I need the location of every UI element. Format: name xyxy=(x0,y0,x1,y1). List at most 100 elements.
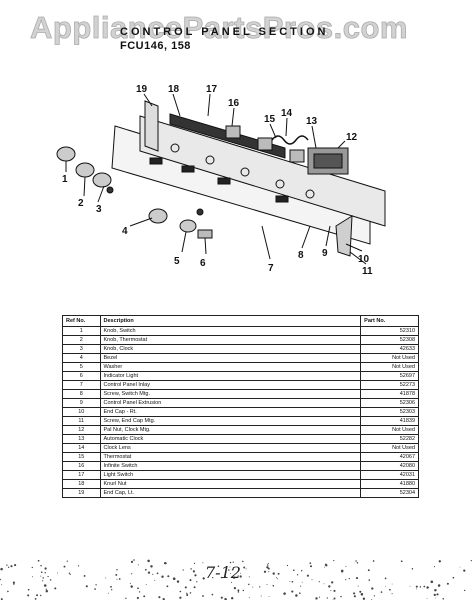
noise-dot xyxy=(39,594,42,597)
noise-dot xyxy=(232,561,234,563)
noise-dot xyxy=(326,597,328,599)
noise-dot xyxy=(42,580,44,582)
noise-dot xyxy=(45,589,49,593)
noise-dot xyxy=(233,586,237,590)
noise-dot xyxy=(42,577,44,579)
noise-dot xyxy=(268,571,270,573)
exploded-diagram: 19 18 17 16 15 14 13 12 1 2 3 4 5 6 7 8 … xyxy=(56,84,386,277)
noise-dot xyxy=(49,579,52,581)
noise-dot xyxy=(266,583,268,585)
washer-2 xyxy=(196,208,204,216)
noise-dot xyxy=(267,567,270,570)
noise-dot xyxy=(367,569,370,572)
ref-cell: 9 xyxy=(62,398,101,408)
noise-dot xyxy=(202,595,204,597)
noise-dot xyxy=(57,572,59,574)
callout-15: 15 xyxy=(264,114,276,125)
noise-dot xyxy=(193,586,196,589)
ref-cell: 8 xyxy=(62,389,101,399)
noise-dot xyxy=(323,566,325,568)
noise-dot xyxy=(1,584,3,586)
noise-dot xyxy=(242,560,244,563)
end-cap-left xyxy=(144,100,159,152)
noise-dot xyxy=(340,595,342,598)
noise-dot xyxy=(237,589,240,592)
window-4 xyxy=(275,195,289,203)
noise-dot xyxy=(434,588,437,592)
infinite-switch-3 xyxy=(289,149,305,163)
end-cap-right xyxy=(335,215,353,257)
ref-cell: 16 xyxy=(62,461,101,471)
noise-dot xyxy=(161,575,164,578)
noise-dot xyxy=(368,579,371,581)
noise-dot xyxy=(415,585,418,588)
noise-dot xyxy=(44,572,46,574)
ref-cell: 2 xyxy=(62,335,101,345)
noise-dot xyxy=(353,592,356,595)
noise-dot xyxy=(47,575,49,578)
noise-dot xyxy=(13,583,15,585)
header-ref-no: Ref No. xyxy=(62,315,101,327)
noise-dot xyxy=(430,580,434,584)
noise-dot xyxy=(224,597,227,600)
callout-11: 11 xyxy=(362,266,373,277)
section-title: CONTROL PANEL SECTION xyxy=(120,26,329,38)
header-part-no: Part No. xyxy=(360,315,419,327)
noise-dot xyxy=(438,560,441,563)
noise-dot xyxy=(7,590,9,593)
noise-dot xyxy=(116,568,118,571)
noise-dot xyxy=(323,583,325,585)
noise-dot xyxy=(44,567,47,570)
noise-dot xyxy=(332,598,334,600)
ref-cell: 12 xyxy=(62,425,101,435)
noise-dot xyxy=(301,581,303,583)
callout-1: 1 xyxy=(62,174,68,185)
noise-dot xyxy=(459,566,461,568)
noise-dot xyxy=(328,585,331,588)
ref-cell: 17 xyxy=(62,470,101,480)
noise-dot xyxy=(165,562,167,564)
noise-dot xyxy=(202,577,205,580)
noise-dot xyxy=(193,562,196,564)
callout-12: 12 xyxy=(346,132,358,143)
noise-dot xyxy=(384,577,387,580)
noise-dot xyxy=(263,570,267,573)
noise-dot xyxy=(237,591,240,593)
noise-dot xyxy=(359,590,362,593)
noise-dot xyxy=(12,581,15,584)
noise-dot xyxy=(248,597,250,599)
description-cell: Washer xyxy=(99,362,362,372)
noise-dot xyxy=(189,579,192,582)
ref-cell: 11 xyxy=(62,416,101,426)
noise-dot xyxy=(248,576,250,578)
noise-dot xyxy=(145,584,147,586)
noise-dot xyxy=(77,565,80,567)
part-number-cell: 42031 xyxy=(360,470,419,480)
part-number-cell: Not Used xyxy=(360,425,419,435)
panel-hole-4 xyxy=(275,179,285,189)
callout-13: 13 xyxy=(306,116,318,127)
panel-hole-5 xyxy=(305,189,315,199)
callout-4: 4 xyxy=(122,226,128,237)
noise-dot xyxy=(35,594,37,596)
noise-dot xyxy=(380,591,383,593)
noise-dot xyxy=(229,566,231,568)
noise-dot xyxy=(331,581,334,584)
thermostat-coil xyxy=(271,135,309,145)
noise-dot xyxy=(137,564,139,566)
noise-dot xyxy=(452,576,455,579)
callout-16: 16 xyxy=(228,98,240,109)
noise-dot xyxy=(143,595,146,598)
noise-dot xyxy=(245,568,247,570)
noise-dot xyxy=(242,589,245,592)
